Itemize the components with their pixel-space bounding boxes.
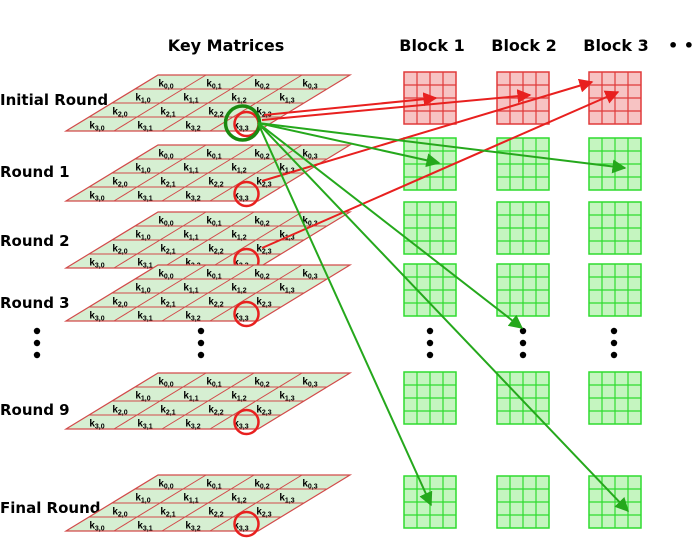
key-grid-line bbox=[209, 474, 303, 532]
state-block bbox=[496, 201, 550, 255]
round-label-initial: Initial Round bbox=[0, 91, 108, 109]
state-block bbox=[496, 263, 550, 317]
round-label-9: Round 9 bbox=[0, 401, 70, 419]
k33-highlight-circle bbox=[233, 408, 260, 436]
state-block bbox=[588, 201, 642, 255]
more-blocks-ellipsis: • • • bbox=[668, 36, 700, 55]
ellipsis-dot bbox=[197, 339, 205, 347]
green-arrow bbox=[257, 122, 627, 174]
key-grid-line bbox=[113, 264, 207, 322]
key-grid-line bbox=[113, 144, 207, 202]
block-3-header: Block 3 bbox=[583, 36, 649, 55]
state-block bbox=[403, 371, 457, 425]
round-label-2: Round 2 bbox=[0, 232, 70, 250]
green-arrow bbox=[257, 122, 629, 513]
key-grid-line bbox=[113, 474, 207, 532]
key-grid-line bbox=[209, 372, 303, 430]
ellipsis-dot bbox=[33, 351, 41, 359]
blocks-layer bbox=[403, 71, 642, 529]
ellipsis-dot bbox=[610, 339, 618, 347]
green-arrow bbox=[257, 122, 524, 329]
state-block bbox=[403, 201, 457, 255]
state-block bbox=[496, 371, 550, 425]
key-grid-line bbox=[113, 74, 207, 132]
red-arrow bbox=[263, 92, 438, 116]
red-arrow bbox=[261, 78, 594, 182]
state-block bbox=[403, 263, 457, 317]
state-block bbox=[496, 475, 550, 529]
state-block bbox=[588, 475, 642, 529]
k33-highlight-circle bbox=[233, 300, 260, 328]
ellipsis-dot bbox=[33, 327, 41, 335]
ellipsis-dot bbox=[610, 351, 618, 359]
key-grid-line bbox=[161, 372, 255, 430]
state-block bbox=[588, 371, 642, 425]
ellipsis-dot bbox=[197, 327, 205, 335]
key-grid-line bbox=[209, 264, 303, 322]
round-label-3: Round 3 bbox=[0, 294, 70, 312]
round-label-1: Round 1 bbox=[0, 163, 70, 181]
ellipsis-dot bbox=[426, 327, 434, 335]
state-block-initial bbox=[588, 71, 642, 125]
key-grid-line bbox=[209, 211, 303, 269]
ellipsis-layer bbox=[33, 327, 618, 359]
red-arrow bbox=[261, 90, 620, 249]
ellipsis-dot bbox=[426, 339, 434, 347]
ellipsis-dot bbox=[610, 327, 618, 335]
ellipsis-dot bbox=[197, 351, 205, 359]
k33-highlight-circle bbox=[233, 180, 260, 208]
key-grid-line bbox=[113, 372, 207, 430]
key-grid-line bbox=[161, 474, 255, 532]
arrows-layer bbox=[257, 78, 629, 513]
ellipsis-dot bbox=[519, 339, 527, 347]
state-block bbox=[496, 137, 550, 191]
ellipsis-dot bbox=[426, 351, 434, 359]
state-block bbox=[403, 475, 457, 529]
ellipsis-dot bbox=[519, 327, 527, 335]
block-1-header: Block 1 bbox=[399, 36, 465, 55]
k33-highlight-circle bbox=[233, 510, 260, 538]
block-2-header: Block 2 bbox=[491, 36, 557, 55]
red-arrow bbox=[261, 89, 532, 121]
green-arrow bbox=[257, 122, 433, 507]
key-grid-line bbox=[161, 144, 255, 202]
ellipsis-dot bbox=[519, 351, 527, 359]
key-matrices-header: Key Matrices bbox=[168, 36, 285, 55]
state-block bbox=[588, 263, 642, 317]
green-arrow bbox=[257, 122, 441, 168]
key-grid-line bbox=[161, 264, 255, 322]
round-label-final: Final Round bbox=[0, 499, 101, 517]
key-grid-line bbox=[161, 74, 255, 132]
ellipsis-dot bbox=[33, 339, 41, 347]
key-grid-line bbox=[113, 211, 207, 269]
key-grid-line bbox=[161, 211, 255, 269]
state-block-initial bbox=[403, 71, 457, 125]
